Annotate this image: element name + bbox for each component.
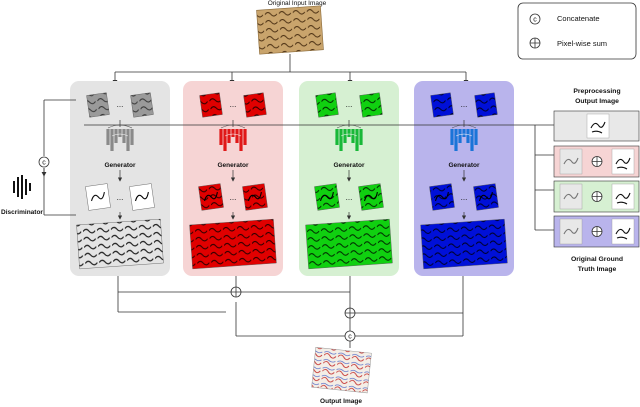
generator-icon [335,120,363,151]
output-image [311,347,372,394]
generator-label: Generator [448,162,480,169]
sum-row-green [553,180,640,213]
reconstructed-page [420,218,508,270]
stage-blue: ... Generator... [420,92,508,270]
output-patch-tile [358,183,384,211]
generator-icon [450,120,478,151]
input-patch-tile [199,92,223,118]
ground-truth-title-line2: Truth Image [578,266,617,273]
legend: c Concatenate Pixel-wise sum [517,2,637,60]
feedback-lines [84,124,554,231]
stage-gray: ... Generator... [76,92,164,270]
ellipsis: ... [461,100,468,109]
input-patch-tile [86,92,110,118]
original-input-image [256,5,324,55]
output-patch-tile [129,183,155,211]
ellipsis: ... [230,100,237,109]
discriminator-feedback [41,99,76,216]
aggregation-lines [117,276,464,348]
ellipsis: ... [461,193,468,202]
output-patch-tile [429,183,455,211]
output-patch-tile [314,183,340,211]
generator-icon [219,120,247,151]
input-image-title: Original Input Image [268,0,327,7]
legend-concatenate-label: Concatenate [557,14,600,23]
preprocessing-title-line1: Preprocessing [573,88,620,95]
sum-row-red [553,145,640,178]
ellipsis: ... [117,193,124,202]
generator-label: Generator [333,162,365,169]
generator-label: Generator [217,162,249,169]
pixel-sum-icon [591,226,603,237]
input-distribution-lines [112,54,469,85]
discriminator-label: Discriminator [1,209,43,216]
pixel-sum-icon [230,286,242,298]
concatenate-icon: c [38,156,50,168]
ellipsis: ... [117,100,124,109]
stage-red: ... Generator... [189,92,277,270]
sum-row-blue [553,215,640,248]
pixel-sum-icon [529,37,541,49]
pixel-sum-icon [591,156,603,167]
input-patch-tile [430,92,454,118]
output-patch-tile [473,183,499,211]
reconstructed-page [305,218,393,270]
svg-text:c: c [533,17,537,24]
output-patch-tile [198,183,224,211]
ground-truth-title-line1: Original Ground [571,256,623,263]
output-patch-tile [85,183,111,211]
input-patch-tile [243,92,267,118]
pixel-sum-icon [344,307,356,319]
input-patch-tile [315,92,339,118]
svg-text:c: c [42,160,46,167]
discriminator-icon [13,175,31,199]
ellipsis: ... [346,100,353,109]
svg-text:c: c [348,334,352,341]
output-patch-tile [242,183,268,211]
ellipsis: ... [230,193,237,202]
ellipsis: ... [346,193,353,202]
reconstructed-page [189,218,277,270]
output-image-title: Output Image [320,398,362,405]
legend-pixelwise-label: Pixel-wise sum [557,39,607,48]
preprocessing-title-line2: Output Image [575,98,619,105]
concatenate-icon: c [529,13,541,25]
concatenate-icon: c [344,330,356,342]
pixel-sum-icon [591,191,603,202]
generator-label: Generator [104,162,136,169]
input-patch-tile [130,92,154,118]
stage-green: ... Generator... [305,92,393,270]
input-patch-tile [359,92,383,118]
input-patch-tile [474,92,498,118]
reconstructed-page [76,218,164,270]
